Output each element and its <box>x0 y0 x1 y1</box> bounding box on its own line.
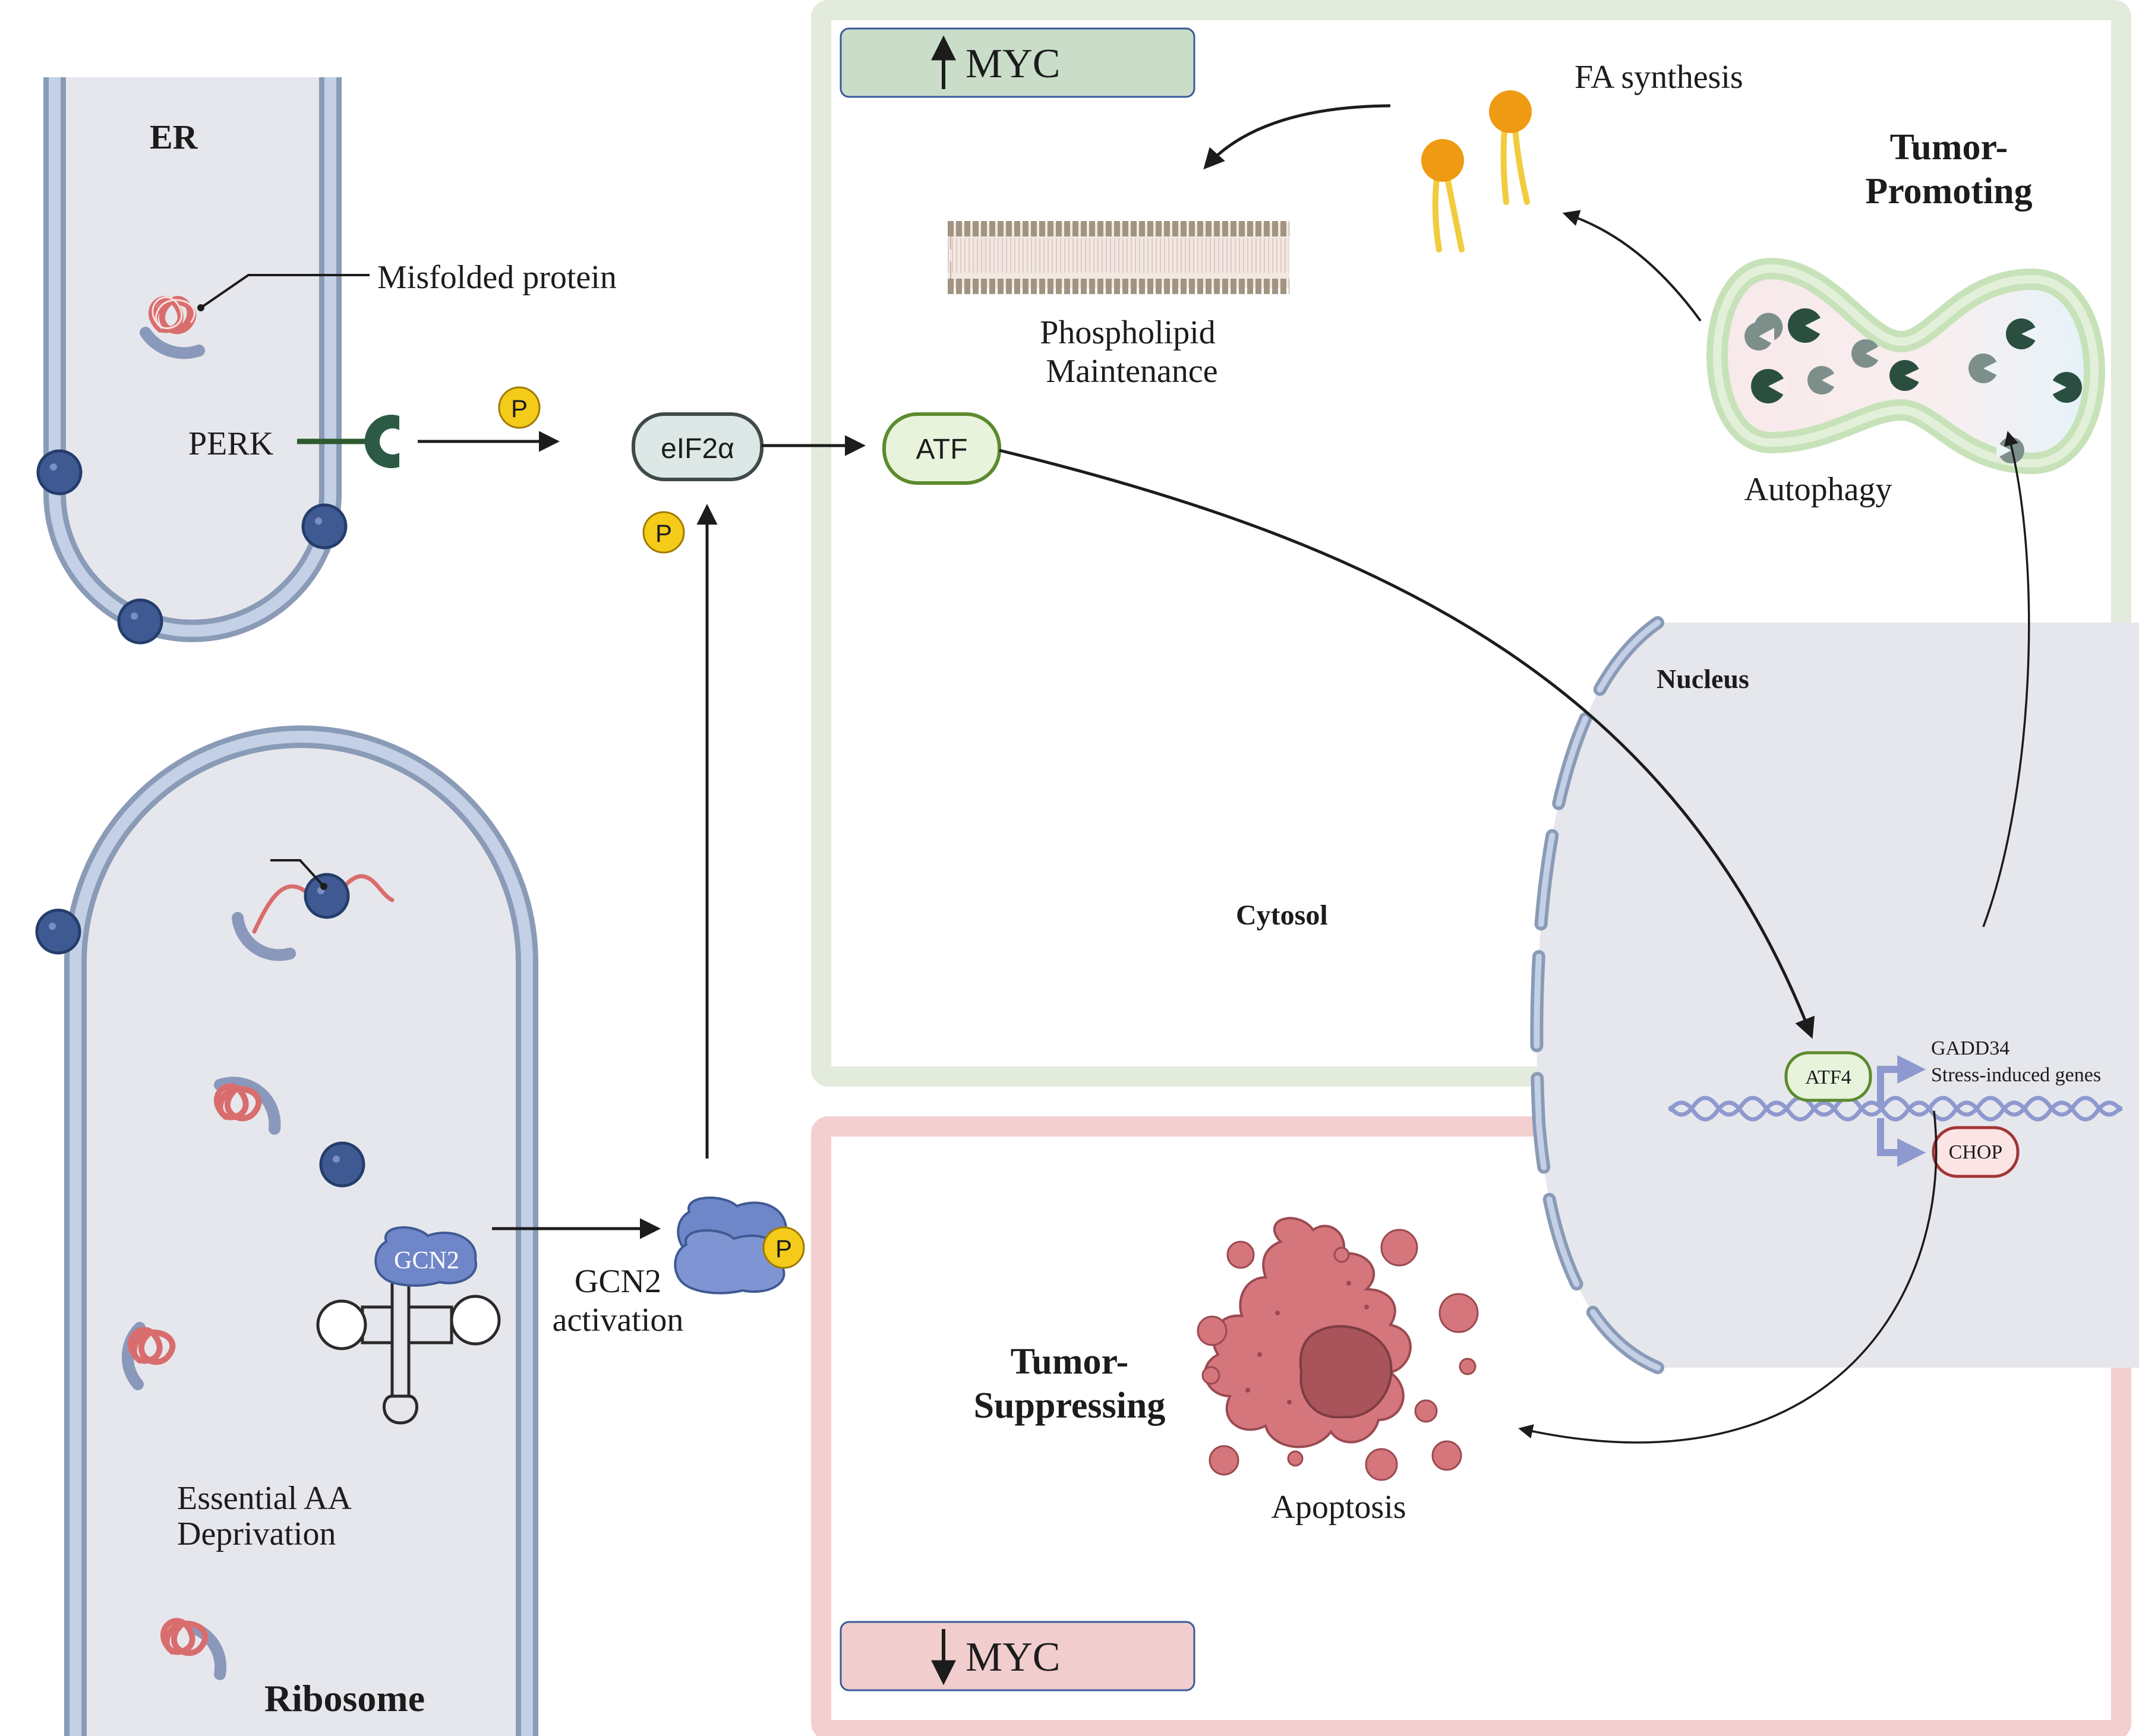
ribosome-outer-icon <box>35 908 81 955</box>
tumor-suppressing-label-2: Suppressing <box>974 1385 1166 1426</box>
nucleus-compartment <box>1530 616 2139 1374</box>
misfolded-protein-label: Misfolded protein <box>377 259 617 296</box>
myc-down-box <box>840 1621 1195 1691</box>
leader-dot <box>197 304 204 311</box>
phosphate-gcn2: P <box>762 1226 805 1269</box>
nucleus-label: Nucleus <box>1657 664 1749 694</box>
phosphate-eif2a: P <box>642 511 685 554</box>
phospholipid-bilayer-icon <box>948 221 1289 294</box>
er-ribosomes <box>36 449 348 645</box>
perk-receptor-icon <box>364 414 399 469</box>
arrow-nucleus-to-autophagy <box>1982 431 2030 927</box>
lipid-head-icon <box>1421 139 1464 182</box>
translating-ribosome-icon <box>232 859 395 961</box>
gcn2-label: GCN2 <box>394 1247 459 1274</box>
er-label: ER <box>150 118 198 156</box>
tumor-suppressing-label-1: Tumor- <box>1011 1342 1129 1382</box>
aa-deprivation-label-2: Deprivation <box>177 1516 336 1552</box>
trna-icon <box>316 1264 501 1425</box>
ribosome-icon <box>301 503 348 550</box>
apoptosis-label: Apoptosis <box>1271 1489 1406 1526</box>
chop-label: CHOP <box>1949 1141 2003 1163</box>
atf-node <box>882 412 1001 485</box>
cytosol-label: Cytosol <box>1236 899 1328 931</box>
dna-helix-icon <box>1668 1096 2123 1122</box>
tumor-promoting-label-2: Promoting <box>1865 171 2032 212</box>
eif2a-label: eIF2α <box>661 433 734 465</box>
ribosome-compartment <box>64 725 538 1736</box>
perk-label: PERK <box>188 425 273 462</box>
phospholipid-label-2: Maintenance <box>1046 353 1217 390</box>
transcription-arrow-up <box>1877 1055 1926 1105</box>
atf4-node <box>1784 1051 1872 1102</box>
autophagy-label: Autophagy <box>1744 471 1892 508</box>
tumor-suppressing-panel <box>811 1116 2131 1736</box>
arrow-fa-to-phospholipid <box>1203 104 1391 170</box>
atf-label: ATF <box>916 434 967 465</box>
ribosome-icon <box>117 598 163 645</box>
tumor-promoting-label-1: Tumor- <box>1890 127 2008 168</box>
atf4-label: ATF4 <box>1805 1066 1851 1088</box>
activated-gcn2-icon <box>674 1197 788 1295</box>
gcn2-activation-label-1: GCN2 <box>575 1263 661 1300</box>
ribosome-icon <box>36 449 83 495</box>
fa-synthesis-label: FA synthesis <box>1575 59 1743 96</box>
phosphate-perk: P <box>498 386 541 429</box>
svg-text:P: P <box>511 394 528 422</box>
ribosome-label: Ribosome <box>264 1677 425 1719</box>
apoptotic-cell-icon <box>1197 1217 1479 1481</box>
phosphate-icon <box>762 1226 805 1269</box>
arrow-chop-to-apoptosis <box>1518 1110 1938 1444</box>
svg-text:P: P <box>655 519 672 547</box>
lipid-head-icon <box>1489 90 1532 133</box>
arrow-atf-to-atf4 <box>999 449 1815 1039</box>
aa-deprivation-label-1: Essential AA <box>177 1480 352 1517</box>
misfolded-protein-icon <box>160 1618 227 1680</box>
stress-genes-label: Stress-induced genes <box>1931 1064 2101 1086</box>
myc-up-box <box>840 27 1195 98</box>
svg-text:P: P <box>775 1235 792 1262</box>
tumor-promoting-panel <box>811 0 2131 1087</box>
phosphate-icon <box>642 511 685 554</box>
lysosomal-enzyme-icons <box>1744 308 2082 463</box>
misfolded-protein-leader <box>200 274 370 309</box>
gcn2-activation-label-2: activation <box>553 1302 684 1339</box>
myc-down-label: MYC <box>966 1634 1060 1680</box>
er-misfolded-protein <box>140 296 205 359</box>
misfolded-protein-icon <box>214 1077 281 1135</box>
arrow-autophagy-to-fa <box>1562 210 1702 322</box>
phosphate-icon <box>498 386 541 429</box>
phospholipid-label-1: Phospholipid <box>1040 314 1216 351</box>
chop-node <box>1932 1126 2020 1178</box>
transcription-arrow-down <box>1877 1118 1926 1167</box>
gadd34-label: GADD34 <box>1931 1037 2009 1059</box>
fatty-acid-icons <box>1421 90 1532 252</box>
misfolded-protein-icon <box>121 1322 176 1390</box>
ribosome-free-icon <box>319 1141 365 1188</box>
myc-up-label: MYC <box>966 41 1060 87</box>
gcn2-protein-icon <box>374 1226 478 1287</box>
